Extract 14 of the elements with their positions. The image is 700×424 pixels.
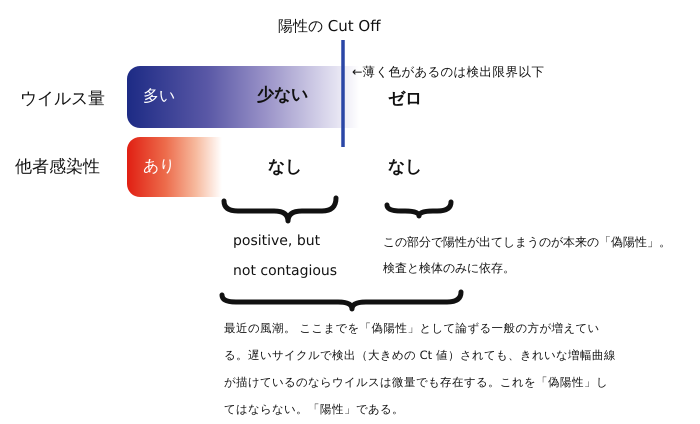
value-text: なし <box>268 157 302 178</box>
value-text: なし <box>388 157 422 178</box>
bar-label: 少ない <box>257 85 308 106</box>
value-text: ゼロ <box>388 89 422 110</box>
bar-label: 多い <box>143 86 175 106</box>
row-label: ウイルス量 <box>20 89 105 110</box>
brace-caption: この部分で陽性が出てしまうのが本来の「偽陽性」。検査と検体のみに依存。 <box>383 234 672 277</box>
note-text: ←薄く色があるのは検出限界以下 <box>352 64 544 79</box>
gradient-bar <box>127 137 222 197</box>
row-label: 他者感染性 <box>15 157 100 178</box>
heading: 陽性の Cut Off <box>278 17 381 35</box>
brace-caption: positive, but not contagious <box>233 232 338 281</box>
bar-label: あり <box>143 156 175 176</box>
paragraph: 最近の風潮。 ここまでを「偽陽性」として論ずる一般の方が増えている。遅いサイクルで検出（大きめの Ct 値）されても、きれいな増幅曲線が描けているのならウイルスは微量でも存在する。これを「偽陽性」してはならない。「陽性」である。 <box>224 320 616 418</box>
